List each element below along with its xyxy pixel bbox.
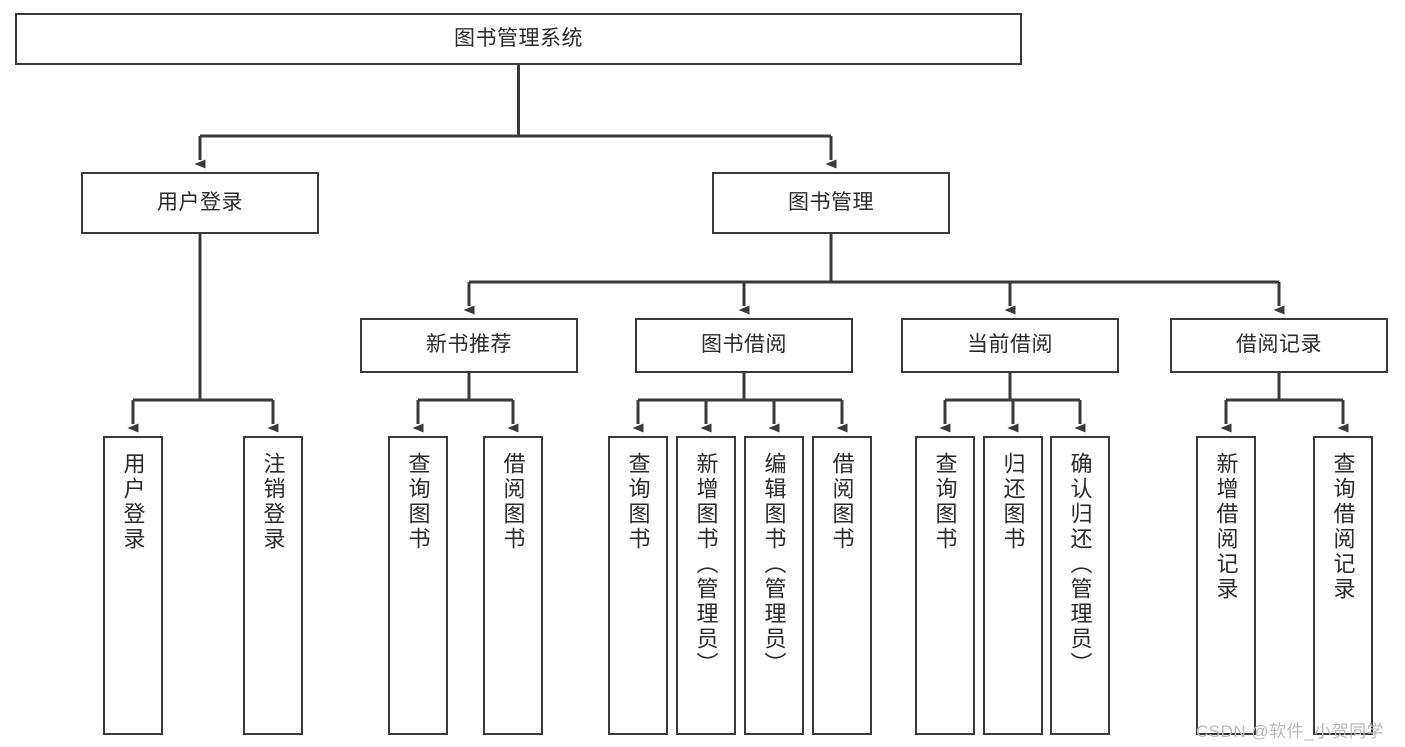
node-label: 归还图书	[1000, 452, 1026, 552]
node-leaf-rec-query[interactable]: 查询借阅记录	[1313, 436, 1373, 735]
node-root[interactable]: 图书管理系统	[15, 13, 1022, 65]
node-current[interactable]: 当前借阅	[901, 318, 1119, 373]
node-label: 借阅记录	[1236, 333, 1322, 357]
node-leaf-user-login[interactable]: 用户登录	[103, 436, 163, 735]
node-borrow[interactable]: 图书借阅	[635, 318, 853, 373]
node-label: 新书推荐	[426, 333, 512, 357]
node-label: 当前借阅	[967, 333, 1053, 357]
node-newbooks[interactable]: 新书推荐	[360, 318, 578, 373]
node-bookmgmt[interactable]: 图书管理	[712, 172, 950, 234]
node-leaf-borrow-add[interactable]: 新增图书（管理员）	[676, 436, 736, 735]
node-leaf-cur-confirm[interactable]: 确认归还（管理员）	[1050, 436, 1110, 735]
node-label: 借阅图书	[500, 452, 526, 552]
node-label: 注销登录	[260, 452, 286, 552]
node-records[interactable]: 借阅记录	[1170, 318, 1388, 373]
node-label: 用户登录	[157, 190, 243, 214]
node-leaf-borrow-lend[interactable]: 借阅图书	[812, 436, 872, 735]
node-leaf-cur-query[interactable]: 查询图书	[915, 436, 975, 735]
node-label: 查询图书	[932, 452, 958, 552]
node-label: 新增借阅记录	[1213, 452, 1239, 602]
node-login[interactable]: 用户登录	[81, 172, 319, 234]
node-leaf-new-query[interactable]: 查询图书	[388, 436, 448, 735]
node-label: 查询借阅记录	[1330, 452, 1356, 602]
node-label: 查询图书	[405, 452, 431, 552]
node-leaf-rec-add[interactable]: 新增借阅记录	[1196, 436, 1256, 735]
node-leaf-new-borrow[interactable]: 借阅图书	[483, 436, 543, 735]
node-label: 用户登录	[120, 452, 146, 552]
csdn-watermark: CSDN @软件_小贺同学	[1196, 722, 1385, 741]
node-leaf-borrow-query[interactable]: 查询图书	[608, 436, 668, 735]
node-label: 编辑图书（管理员）	[761, 452, 787, 677]
node-leaf-user-logout[interactable]: 注销登录	[243, 436, 303, 735]
node-label: 图书借阅	[701, 333, 787, 357]
node-label: 新增图书（管理员）	[693, 452, 719, 677]
node-label: 图书管理	[788, 190, 874, 214]
node-label: 查询图书	[625, 452, 651, 552]
node-label: 确认归还（管理员）	[1067, 452, 1093, 677]
node-label: 图书管理系统	[454, 26, 583, 50]
node-leaf-cur-return[interactable]: 归还图书	[983, 436, 1043, 735]
node-leaf-borrow-edit[interactable]: 编辑图书（管理员）	[744, 436, 804, 735]
node-label: 借阅图书	[829, 452, 855, 552]
